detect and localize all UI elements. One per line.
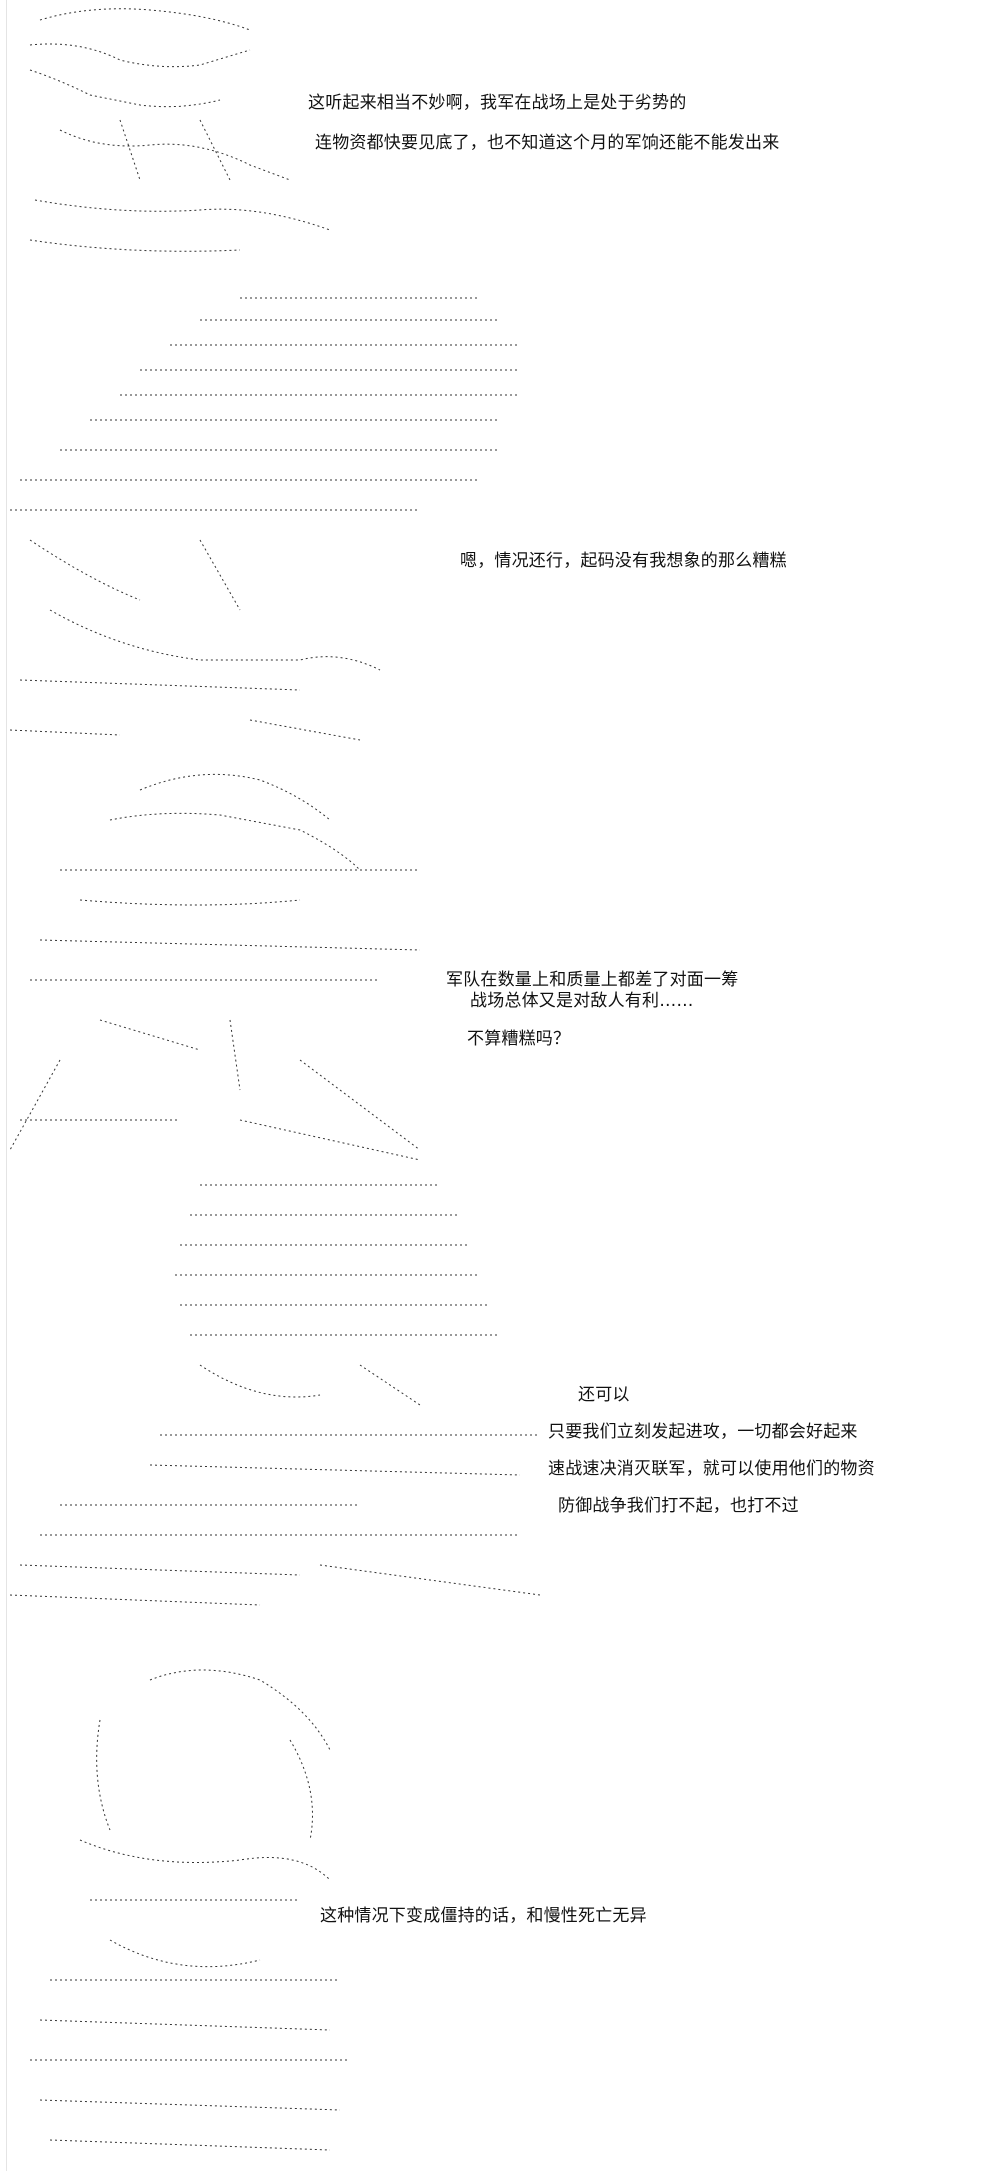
dialogue-line: 连物资都快要见底了，也不知道这个月的军饷还能不能发出来 (315, 133, 780, 153)
ascii-art-character-5 (30, 1669, 350, 2151)
left-margin-rule (6, 0, 7, 2171)
ascii-art-character-2 (9, 297, 520, 741)
panel-5: 这种情况下变成僵持的话，和慢性死亡无异 (0, 1640, 992, 2171)
dialogue-line: 嗯，情况还行，起码没有我想象的那么糟糕 (460, 551, 787, 571)
dialogue-line: 战场总体又是对敌人有利…… (470, 991, 694, 1011)
dialogue-line: 还可以 (578, 1385, 630, 1405)
panel-1: 这听起来相当不妙啊，我军在战场上是处于劣势的 连物资都快要见底了，也不知道这个月… (0, 0, 992, 270)
dialogue-line: 速战速决消灭联军，就可以使用他们的物资 (548, 1459, 875, 1479)
ascii-art-character-1 (29, 8, 331, 252)
dialogue-line: 不算糟糕吗？ (467, 1029, 571, 1049)
dialogue-line: 军队在数量上和质量上都差了对面一筹 (446, 970, 739, 990)
ascii-art-character-4 (9, 1184, 541, 1606)
ascii-art-character-3 (9, 773, 421, 1161)
dialogue-line: 这听起来相当不妙啊，我军在战场上是处于劣势的 (308, 93, 687, 113)
panel-4: 还可以 只要我们立刻发起进攻，一切都会好起来 速战速决消灭联军，就可以使用他们的… (0, 1175, 992, 1625)
panel-2: 嗯，情况还行，起码没有我想象的那么糟糕 (0, 280, 992, 750)
dialogue-line: 防御战争我们打不起，也打不过 (558, 1496, 799, 1516)
dialogue-line: 只要我们立刻发起进攻，一切都会好起来 (548, 1422, 858, 1442)
panel-3: 军队在数量上和质量上都差了对面一筹 战场总体又是对敌人有利…… 不算糟糕吗？ (0, 760, 992, 1170)
dialogue-line: 这种情况下变成僵持的话，和慢性死亡无异 (320, 1906, 647, 1926)
